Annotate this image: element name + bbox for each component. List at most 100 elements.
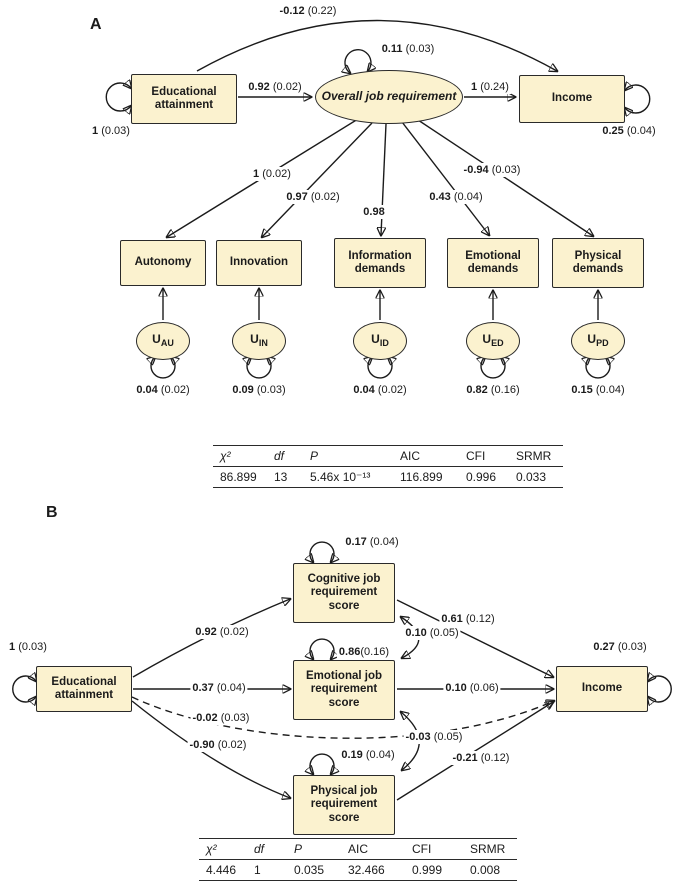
loop-b-cognitive-variance [310, 541, 334, 562]
fit-table-a-value-row: 86.899 13 5.46x 10⁻¹³ 116.899 0.996 0.03… [213, 467, 563, 488]
coef-se: (0.03) [256, 384, 286, 396]
coef-a-ojr-emotional: 0.43 (0.04) [427, 190, 485, 204]
coef-value: 0.04 [353, 384, 375, 396]
coef-value: 0.10 [405, 627, 427, 639]
coef-a-edu-variance: 1 (0.03) [90, 124, 132, 138]
coef-b-edu-cognitive: 0.92 (0.02) [193, 625, 251, 639]
coef-se: (0.22) [307, 5, 337, 17]
coef-se: (0.02) [377, 384, 407, 396]
fit-value-df: 13 [274, 470, 288, 484]
fit-value-p: 0.035 [294, 863, 325, 877]
node-educational-attainment-b: Educational attainment [36, 666, 132, 712]
fit-header-df: df [254, 842, 265, 856]
panel-a-label: A [90, 16, 102, 33]
coef-se: (0.04) [626, 125, 656, 137]
u-label: UIN [250, 332, 268, 349]
u-sub: IN [258, 338, 268, 349]
fit-table-b: χ² df P AIC CFI SRMR 4.446 1 0.035 32.46… [199, 838, 517, 881]
coef-value: 0.17 [345, 536, 367, 548]
node-u-emotional: UED [466, 322, 520, 360]
path-a-ojr-emotional [401, 121, 489, 235]
coef-value: 0.15 [571, 384, 593, 396]
u-sub: PD [596, 338, 609, 349]
fit-value-aic: 116.899 [400, 470, 443, 484]
u-sub: ID [379, 338, 389, 349]
node-physical-demands: Physical demands [552, 238, 644, 288]
coef-se: (0.05) [433, 731, 463, 743]
coef-a-upd-variance: 0.15 (0.04) [569, 383, 627, 397]
node-physical-score: Physical job requirement score [293, 775, 395, 835]
u-base: U [587, 332, 597, 347]
fit-header-df: df [274, 449, 285, 463]
u-sub: AU [160, 338, 174, 349]
fit-header-chi2: χ² [206, 842, 217, 856]
coef-se: (0.03) [18, 641, 47, 653]
coef-b-physical-income: -0.21 (0.12) [450, 751, 512, 765]
coef-a-ojr-physical: -0.94 (0.03) [461, 163, 523, 177]
u-label: UPD [587, 332, 609, 349]
coef-se: (0.24) [480, 81, 509, 93]
coef-value: 0.25 [602, 125, 624, 137]
loop-a-ued-variance [481, 357, 505, 379]
path-b-cognitive-income [396, 599, 553, 677]
coef-value: 0.92 [248, 81, 270, 93]
coef-se: (0.16) [490, 384, 520, 396]
coef-se: (0.02) [262, 168, 291, 180]
coef-se: (0.03) [405, 43, 435, 55]
u-base: U [482, 332, 492, 347]
coef-value: -0.90 [189, 739, 215, 751]
fit-value-df: 1 [254, 863, 261, 877]
loop-a-income-variance [625, 85, 651, 113]
coef-a-uau-variance: 0.04 (0.02) [134, 383, 192, 397]
u-base: U [152, 332, 161, 347]
loop-b-edu-variance [12, 676, 36, 702]
fit-value-srmr: 0.033 [516, 470, 547, 484]
coef-a-income-variance: 0.25 (0.04) [600, 124, 658, 138]
node-cognitive-score: Cognitive job requirement score [293, 563, 395, 623]
coef-value: 0.97 [286, 191, 308, 203]
coef-b-edu-income-direct: -0.02 (0.03) [190, 711, 252, 725]
coef-b-emotional-income: 0.10 (0.06) [443, 681, 501, 695]
fit-header-p: P [310, 449, 319, 463]
coef-se: (0.12) [465, 613, 495, 625]
loop-a-uau-variance [151, 357, 175, 379]
node-overall-job-requirement: Overall job requirement [315, 70, 463, 124]
coef-value: 0.98 [363, 206, 385, 218]
fit-header-cfi: CFI [412, 842, 432, 856]
node-emotional-demands: Emotional demands [447, 238, 539, 288]
coef-b-edu-emotional: 0.37 (0.04) [190, 681, 248, 695]
coef-b-cognitive-variance: 0.17 (0.04) [343, 535, 401, 549]
fit-value-chi2: 86.899 [220, 470, 257, 484]
coef-se: (0.03) [220, 712, 250, 724]
fit-table-a: χ² df P AIC CFI SRMR 86.899 13 5.46x 10⁻… [213, 445, 563, 488]
coef-value: 0.82 [466, 384, 488, 396]
loop-b-physical-variance [310, 753, 334, 774]
coef-a-ojr-income: 1 (0.24) [469, 80, 511, 94]
coef-value: 0.04 [136, 384, 158, 396]
path-a-edu-income-arc [196, 19, 557, 72]
coef-se: (0.03) [101, 125, 130, 137]
loop-a-uid-variance [368, 357, 392, 379]
coef-a-uin-variance: 0.09 (0.03) [230, 383, 288, 397]
loop-a-edu-variance [105, 83, 131, 111]
node-income-b: Income [556, 666, 648, 712]
coef-value: 1 [9, 641, 16, 653]
coef-a-ued-variance: 0.82 (0.16) [464, 383, 522, 397]
coef-se: (0.02) [310, 191, 340, 203]
fit-table-b-value-row: 4.446 1 0.035 32.466 0.999 0.008 [199, 860, 517, 881]
coef-se: (0.05) [429, 627, 459, 639]
fit-value-srmr: 0.008 [470, 863, 501, 877]
loop-a-ojr-variance [345, 49, 371, 73]
fit-header-cfi: CFI [466, 449, 486, 463]
path-b-edu-income-direct [131, 696, 554, 739]
node-emotional-score: Emotional job requirement score [293, 660, 395, 720]
coef-value: -0.03 [405, 731, 431, 743]
fit-header-aic: AIC [400, 449, 421, 463]
u-base: U [371, 332, 380, 347]
coef-b-emotional-variance: 0.86(0.16) [336, 645, 392, 659]
coef-a-edu-ojr: 0.92 (0.02) [246, 80, 304, 94]
fit-value-chi2: 4.446 [206, 863, 237, 877]
coef-a-ojr-information: 0.98 [361, 205, 387, 219]
coef-value: 0.10 [445, 682, 467, 694]
